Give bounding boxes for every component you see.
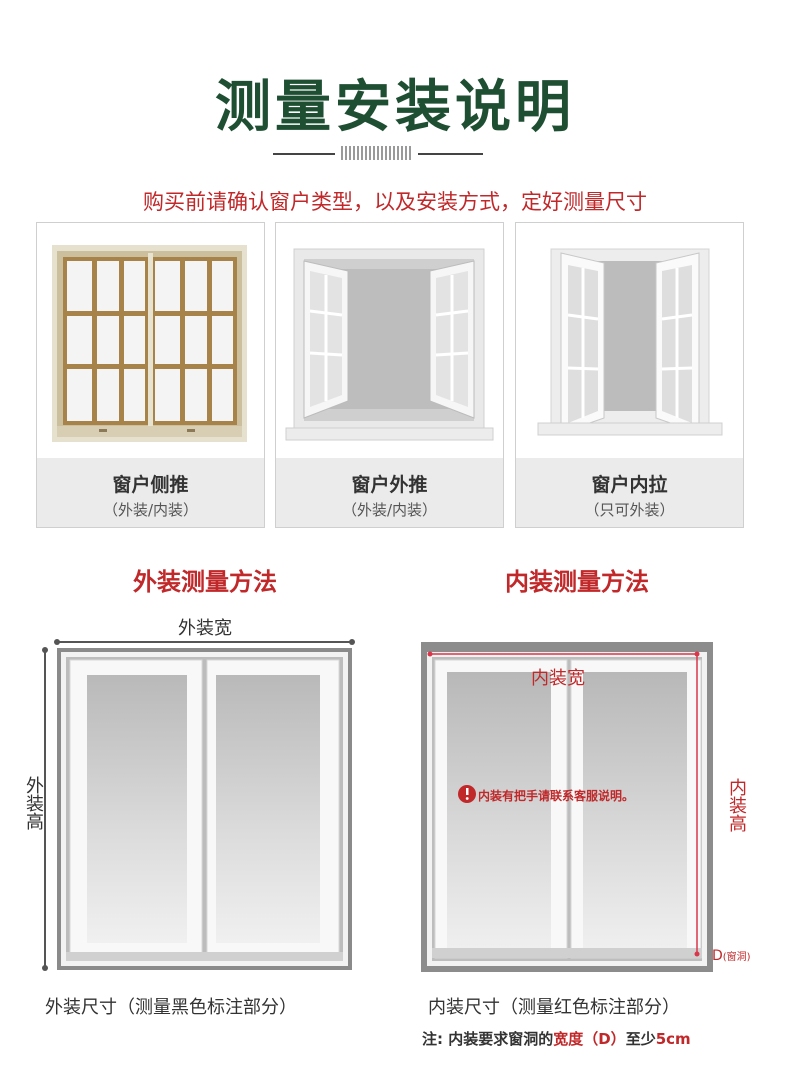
page-title: 测量安装说明 xyxy=(215,75,575,140)
window-type-name: 窗户内拉 xyxy=(591,474,668,496)
window-type-card-outward: 窗户外推 （外装/内装） xyxy=(275,222,504,528)
sliding-window-image xyxy=(37,223,264,458)
inside-measure-diagram xyxy=(421,642,713,972)
note-highlight: 宽度（D） xyxy=(553,1030,626,1048)
outside-height-label: 外装高 xyxy=(23,776,44,830)
title-divider-left xyxy=(273,153,335,155)
title-divider-right xyxy=(418,153,483,155)
window-type-install: （外装/内装） xyxy=(341,501,438,519)
outside-width-label: 外装宽 xyxy=(178,618,232,639)
outside-method-heading: 外装测量方法 xyxy=(133,568,277,596)
page-subtitle: 购买前请确认窗户类型，以及安装方式，定好测量尺寸 xyxy=(143,190,647,214)
depth-note: (窗洞) xyxy=(722,952,751,963)
note-prefix: 注: 内装要求窗洞的 xyxy=(422,1030,554,1048)
outside-measure-diagram xyxy=(42,639,355,971)
window-type-install: （只可外装） xyxy=(584,501,675,519)
inside-height-label: 内装高 xyxy=(726,778,747,832)
window-type-card-sliding: 窗户侧推 （外装/内装） xyxy=(36,222,265,528)
window-type-label: 窗户外推 （外装/内装） xyxy=(276,458,503,527)
note-suffix-value: 5cm xyxy=(655,1030,691,1048)
title-divider-ornament xyxy=(341,146,413,160)
handle-warning-text: 内装有把手请联系客服说明。 xyxy=(478,789,635,803)
window-type-label: 窗户内拉 （只可外装） xyxy=(516,458,743,527)
outward-window-image xyxy=(276,223,503,458)
outside-caption: 外装尺寸（测量黑色标注部分） xyxy=(45,997,297,1018)
footer-note: 注: 内装要求窗洞的宽度（D）至少5cm xyxy=(422,1028,691,1049)
window-type-install: （外装/内装） xyxy=(102,501,199,519)
depth-label: D(窗洞) xyxy=(712,945,751,964)
window-type-name: 窗户侧推 xyxy=(112,474,189,496)
depth-letter: D xyxy=(712,948,723,964)
inside-method-heading: 内装测量方法 xyxy=(505,568,649,596)
inside-width-label: 内装宽 xyxy=(531,668,585,689)
window-type-name: 窗户外推 xyxy=(351,474,428,496)
window-type-card-inward: 窗户内拉 （只可外装） xyxy=(515,222,744,528)
window-type-label: 窗户侧推 （外装/内装） xyxy=(37,458,264,527)
inward-window-image xyxy=(516,223,743,458)
inside-caption: 内装尺寸（测量红色标注部分） xyxy=(428,997,680,1018)
note-suffix-prefix: 至少 xyxy=(625,1030,656,1048)
